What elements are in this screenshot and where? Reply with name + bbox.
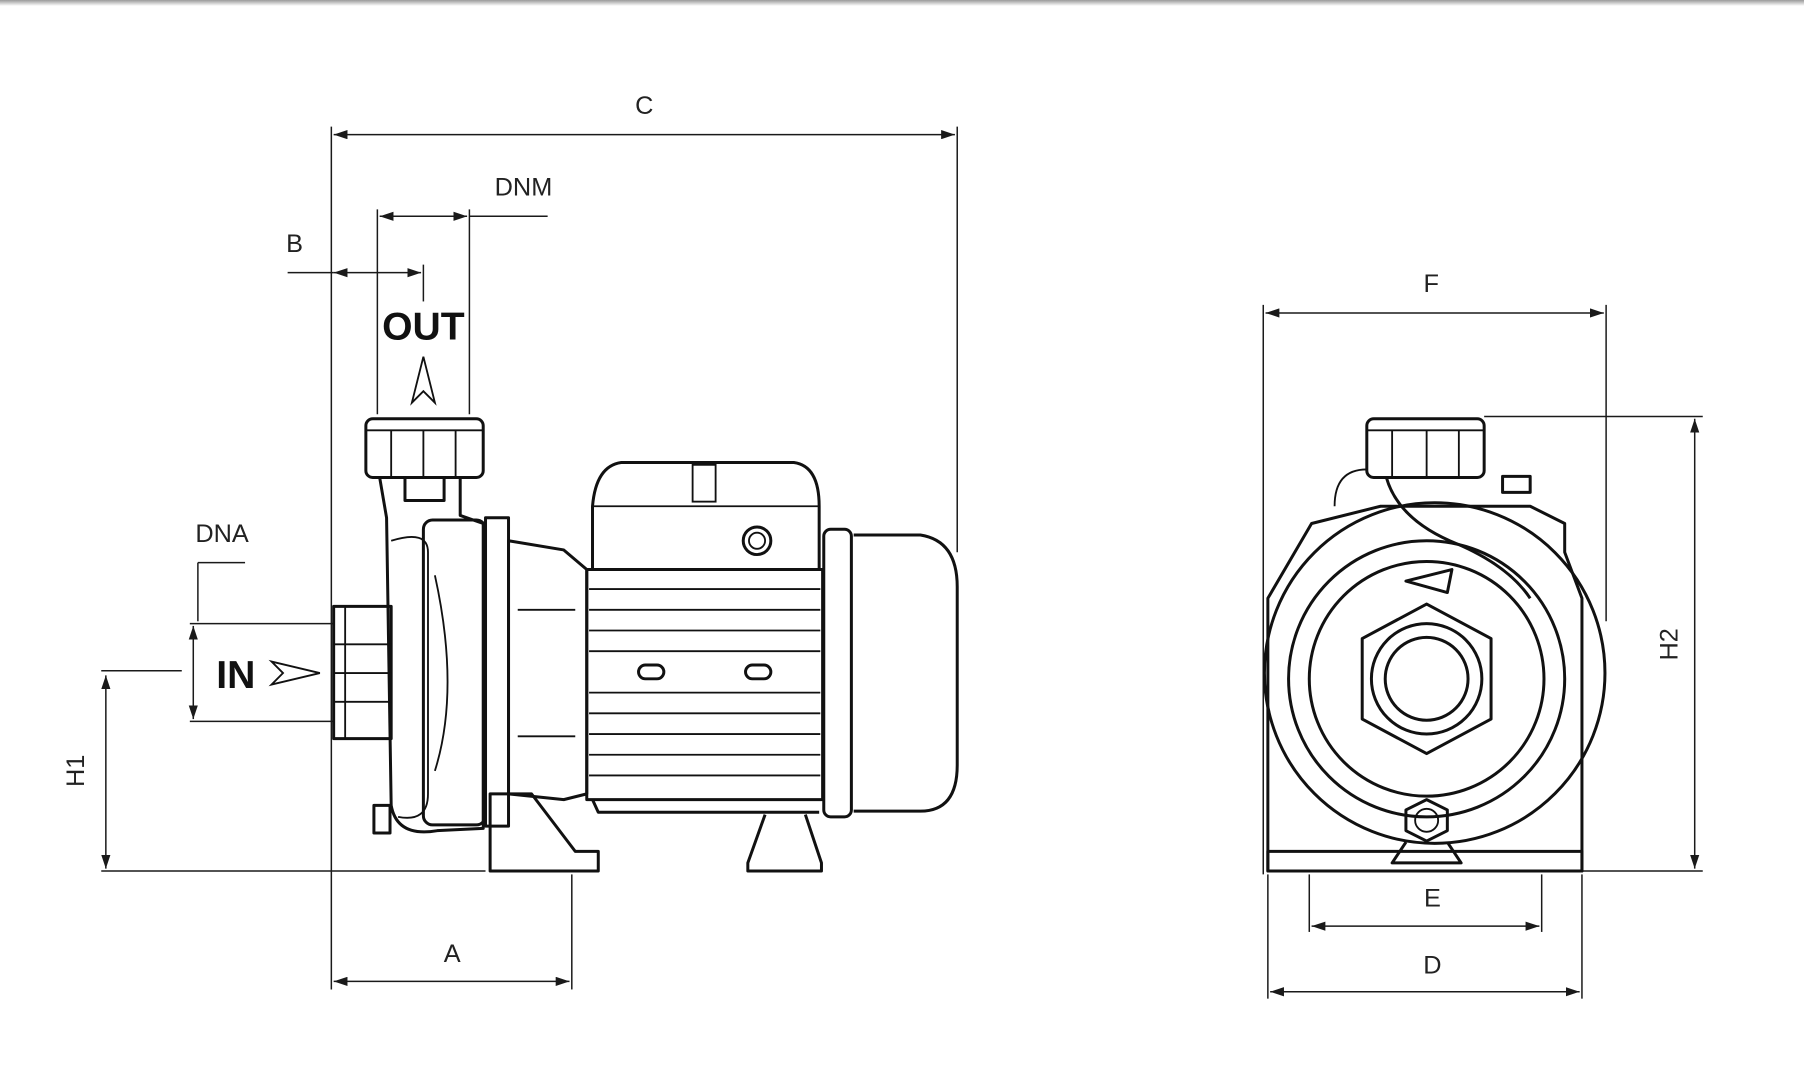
volute-tongue xyxy=(1384,477,1532,600)
rotation-arrow-icon xyxy=(1404,568,1454,595)
dim-b: B xyxy=(286,230,425,302)
flange xyxy=(484,516,511,828)
outlet-nut xyxy=(364,417,485,502)
label-h2: H2 xyxy=(1655,628,1683,660)
inlet-hex-nut xyxy=(1360,602,1493,756)
top-shadow xyxy=(0,0,1804,6)
dim-h1: H1 xyxy=(62,670,486,872)
dim-d: D xyxy=(1267,874,1583,999)
motor-fins xyxy=(585,568,825,814)
motor-foot xyxy=(746,814,823,873)
dim-e: E xyxy=(1308,874,1543,932)
label-dnm: DNM xyxy=(495,174,553,202)
drain-plug xyxy=(1404,798,1449,843)
pump-foot xyxy=(488,792,600,873)
label-c: C xyxy=(635,92,653,120)
outlet-arrow-icon xyxy=(410,356,437,406)
label-dna: DNA xyxy=(195,520,249,548)
volute-outline xyxy=(1262,501,1607,845)
label-b: B xyxy=(286,230,303,258)
dim-h2: H2 xyxy=(1484,415,1703,872)
dim-f: F xyxy=(1262,270,1607,875)
volute-casing xyxy=(378,477,485,834)
motor-end-ring xyxy=(822,527,853,819)
fan-cover xyxy=(853,533,959,813)
inlet-port xyxy=(332,604,393,741)
front-motor-foot xyxy=(1390,841,1463,865)
label-h1: H1 xyxy=(62,755,90,787)
side-view-pump xyxy=(332,417,959,873)
front-outlet-nut xyxy=(1365,417,1486,479)
dim-a: A xyxy=(333,874,573,990)
label-f: F xyxy=(1424,270,1439,298)
inlet-arrow-icon xyxy=(268,659,321,687)
dim-c: C xyxy=(330,92,958,990)
dim-dna: DNA xyxy=(188,520,334,723)
label-d: D xyxy=(1423,951,1441,979)
label-in: IN xyxy=(216,654,255,697)
label-out: OUT xyxy=(382,305,465,348)
dim-dnm: DNM xyxy=(376,174,553,415)
front-housing xyxy=(1266,504,1584,873)
front-view-pump xyxy=(1262,417,1607,873)
bracket xyxy=(507,539,589,802)
terminal-box xyxy=(591,461,821,572)
label-e: E xyxy=(1424,885,1441,913)
label-a: A xyxy=(444,940,461,968)
